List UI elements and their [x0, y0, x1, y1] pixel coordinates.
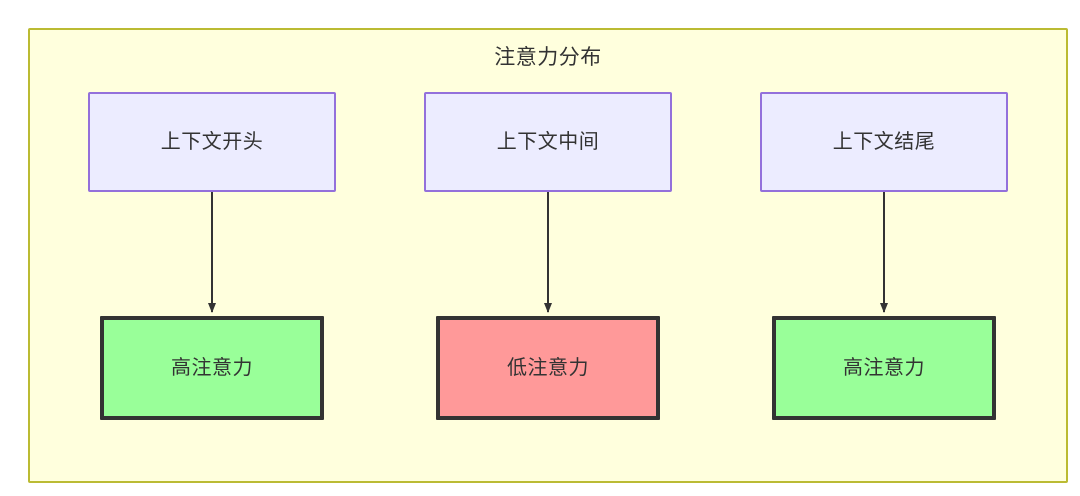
node-attention-high-start[interactable]: 高注意力 — [100, 316, 324, 420]
node-context-end-label: 上下文结尾 — [832, 131, 936, 153]
node-attention-high-end-label: 高注意力 — [843, 357, 925, 379]
node-attention-high-start-label: 高注意力 — [171, 357, 253, 379]
subgraph-title: 注意力分布 — [494, 46, 602, 69]
node-context-mid-label: 上下文中间 — [496, 131, 600, 153]
node-attention-low-mid[interactable]: 低注意力 — [436, 316, 660, 420]
node-context-end[interactable]: 上下文结尾 — [760, 92, 1008, 192]
node-context-start[interactable]: 上下文开头 — [88, 92, 336, 192]
node-attention-low-mid-label: 低注意力 — [507, 357, 589, 379]
node-context-start-label: 上下文开头 — [160, 131, 264, 153]
node-context-mid[interactable]: 上下文中间 — [424, 92, 672, 192]
node-attention-high-end[interactable]: 高注意力 — [772, 316, 996, 420]
